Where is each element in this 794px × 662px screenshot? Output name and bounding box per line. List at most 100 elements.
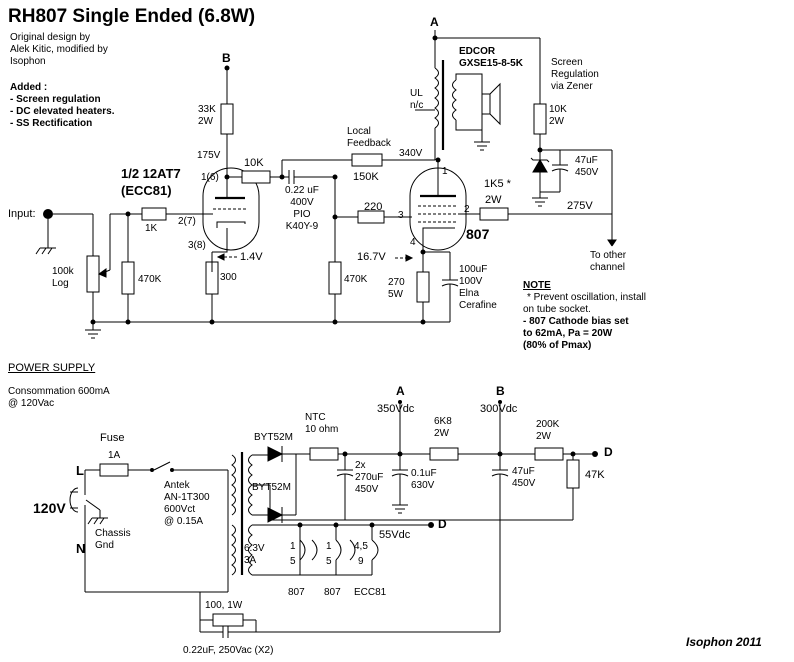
- r-grid-leak-label: 470K: [138, 274, 162, 285]
- tetrode-807: [409, 157, 478, 251]
- output-transformer-label: EDCOR GXSE15-8-5K: [459, 46, 523, 70]
- cap-hum-label: 0.22uF, 250Vac (X2): [183, 645, 274, 656]
- rectifiers: [267, 446, 310, 523]
- heater-pin: 5: [290, 556, 296, 567]
- to-other-line: channel: [590, 262, 626, 273]
- zener-regulator: [530, 38, 617, 247]
- pin-807-4: 4: [410, 237, 416, 248]
- pin-807-3: 3: [398, 210, 404, 221]
- v-a-label: 350Vdc: [377, 403, 415, 415]
- r-zener-label: 10K 2W: [549, 104, 567, 128]
- added-heading: Added :: [10, 82, 48, 93]
- pt-line: 600Vct: [164, 504, 196, 515]
- credit-line: Alek Kitic, modified by: [10, 44, 108, 55]
- pin-807-2: 2: [464, 204, 470, 215]
- coupling-cap-label: 0.22 uF 400V PIO K40Y-9: [285, 185, 319, 233]
- v-screen-label: 275V: [567, 200, 593, 212]
- cap-cathode2-line: Cerafine: [459, 300, 497, 311]
- line-l-label: L: [76, 463, 84, 478]
- to-other-channel: To other channel: [590, 250, 626, 274]
- v-cathode2-label: 16.7V: [357, 251, 386, 263]
- diode1-label: BYT52M: [254, 432, 293, 443]
- credit-line: Original design by: [10, 32, 91, 43]
- screen-resistor: [478, 207, 612, 221]
- v-cathode1-label: 1.4V: [240, 251, 263, 263]
- schematic-title: RH807 Single Ended (6.8W): [8, 6, 256, 27]
- ps-node-d: D: [604, 445, 613, 459]
- input-label: Input:: [8, 208, 36, 220]
- heater-node-d: D: [438, 517, 447, 531]
- cap-47-label: 47uF 450V: [512, 466, 535, 490]
- cap-voltage: 400V: [290, 197, 314, 208]
- ot-model: GXSE15-8-5K: [459, 58, 523, 69]
- note-line: to 62mA, Pa = 20W: [523, 328, 613, 339]
- heater-tube-label: 807: [288, 587, 305, 598]
- pt-line: AN-1T300: [164, 492, 210, 503]
- cap-2x-line: 270uF: [355, 472, 384, 483]
- heater-pin: 1: [326, 541, 332, 552]
- heater-tube-label: ECC81: [354, 587, 387, 598]
- r-feedback-label: 150K: [353, 171, 379, 183]
- r-6k8-value: 6K8: [434, 416, 452, 427]
- chassis-label: Chassis Gnd: [95, 528, 131, 552]
- chassis-line: Gnd: [95, 540, 114, 551]
- pin-2-7-label: 2(7): [178, 216, 196, 227]
- ul-label: UL n/c: [410, 88, 423, 112]
- node-a-label: A: [430, 15, 439, 29]
- ps-consumption: Consommation 600mA @ 120Vac: [8, 386, 110, 410]
- cap-47-value: 47uF: [512, 466, 535, 477]
- cathode-network-807: [416, 234, 459, 322]
- pin-807-1: 1: [442, 166, 448, 177]
- cap-2x-line: 450V: [355, 484, 379, 495]
- v-plate1-label: 175V: [197, 150, 221, 161]
- bias-arrows: [216, 253, 414, 262]
- r-cathode2-value: 270: [388, 277, 405, 288]
- r-plate-rating: 2W: [198, 116, 213, 127]
- r-10k-label: 10K: [244, 157, 264, 169]
- note-block: NOTE * Prevent oscillation, install on t…: [523, 280, 646, 352]
- cap-cathode2-line: 100uF: [459, 264, 488, 275]
- r-200k-label: 200K 2W: [536, 419, 559, 443]
- heater-amp: 3A: [244, 555, 257, 566]
- r-grid-label: 1K: [145, 223, 158, 234]
- credit-line: Isophon: [10, 56, 46, 67]
- heater-label: 6.3V 3A: [244, 543, 265, 567]
- consumption-line: Consommation 600mA: [8, 386, 110, 397]
- ul-line: UL: [410, 88, 423, 99]
- ntc-value: 10 ohm: [305, 424, 339, 435]
- heater-wiring: [268, 522, 434, 576]
- r-6k8-label: 6K8 2W: [434, 416, 452, 440]
- ps-node-b: B: [496, 384, 505, 398]
- grid-stopper-220: [328, 210, 412, 322]
- feedback-line: Local: [347, 126, 371, 137]
- input-network: [35, 207, 219, 322]
- screen-reg-line: Regulation: [551, 69, 599, 80]
- pin-1-6-label: 1(6): [201, 172, 219, 183]
- added-block: Added : - Screen regulation - DC elevate…: [10, 82, 115, 130]
- v-340-label: 340V: [399, 148, 423, 159]
- heater-tube-label: 807: [324, 587, 341, 598]
- r-plate-value: 33K: [198, 104, 216, 115]
- cap-2x-label: 2x 270uF 450V: [355, 460, 383, 496]
- b-node-supply: [220, 65, 234, 180]
- r-cathode2-rating: 5W: [388, 289, 403, 300]
- fuse-rating: 1A: [108, 450, 121, 461]
- cap-type: PIO: [293, 209, 311, 220]
- heater-volt: 6.3V: [244, 543, 265, 554]
- cap-01-rating: 630V: [411, 480, 435, 491]
- hum-network: [199, 592, 500, 638]
- cap-cathode2-label: 100uF 100V Elna Cerafine: [459, 264, 497, 312]
- consumption-line: @ 120Vac: [8, 398, 55, 409]
- note-heading: NOTE: [523, 280, 551, 291]
- ps-heading: POWER SUPPLY: [8, 362, 96, 374]
- note-line: * Prevent oscillation, install: [527, 292, 646, 303]
- r-200k-rating: 2W: [536, 431, 551, 442]
- output-transformer: [415, 30, 540, 160]
- pin-3-8-label: 3(8): [188, 240, 206, 251]
- r-screen-label: 1K5 *: [484, 178, 511, 190]
- cap-cathode2-line: 100V: [459, 276, 483, 287]
- r-hum-label: 100, 1W: [205, 600, 243, 611]
- tube1-alt: (ECC81): [121, 183, 172, 198]
- fuse-label: Fuse: [100, 432, 125, 444]
- pot-value: 100k: [52, 266, 74, 277]
